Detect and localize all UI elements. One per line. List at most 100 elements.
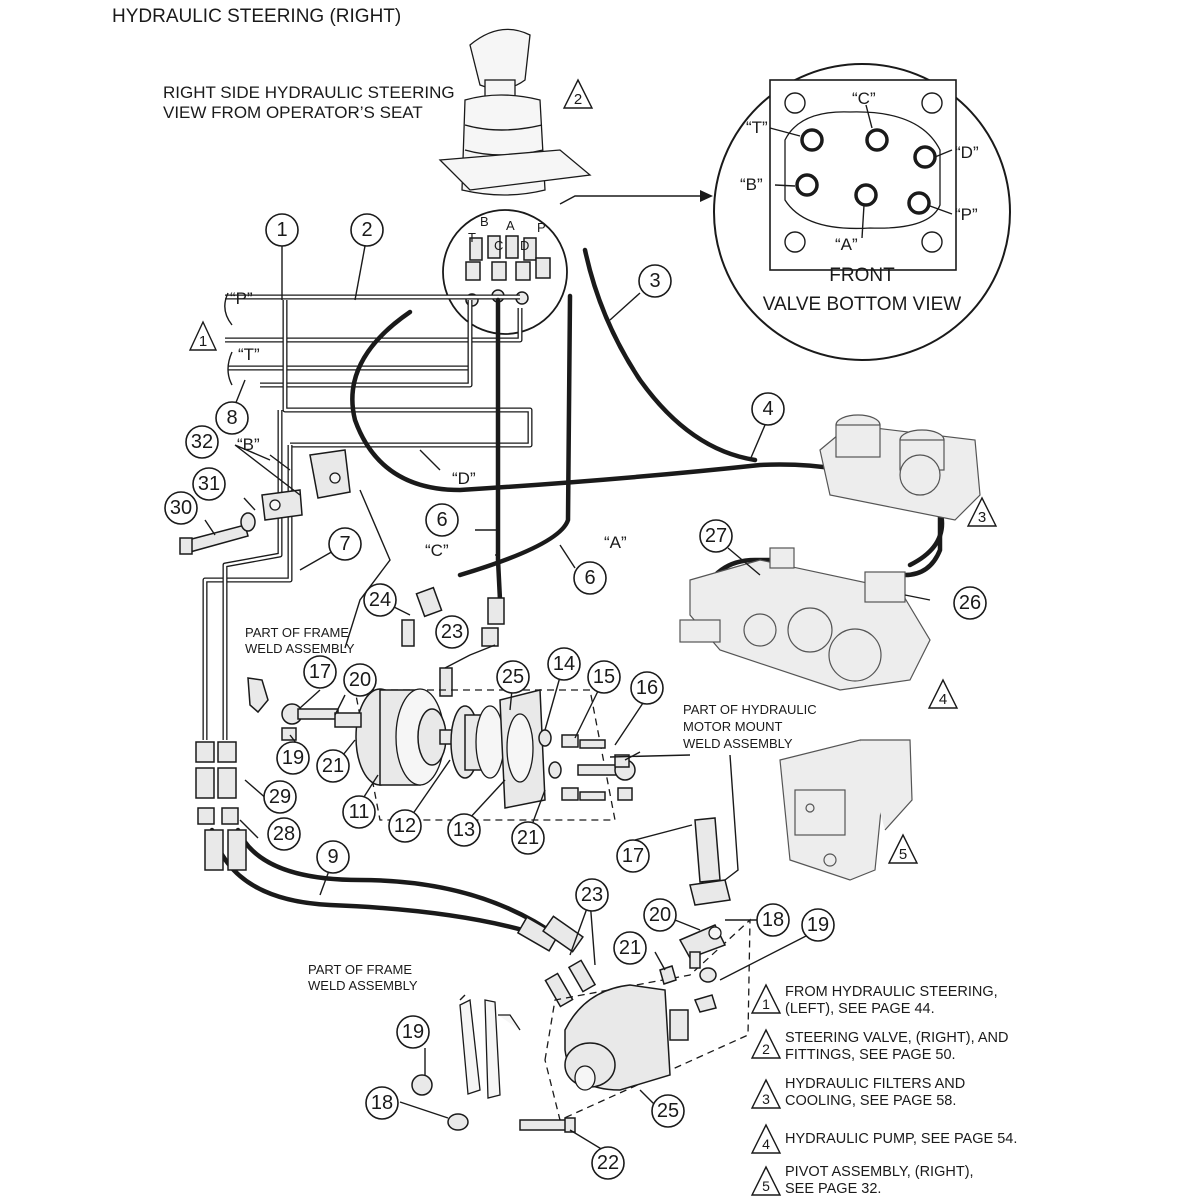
valve-port-a-label: “A” [835,235,858,254]
port-letter-b-small: B [480,214,489,229]
svg-text:25: 25 [657,1100,679,1122]
valve-port-p-label: “P” [955,205,978,224]
callout-26: 26 [953,586,987,620]
svg-text:18: 18 [371,1092,393,1114]
callout-28: 28 [267,817,301,851]
svg-text:11: 11 [349,801,370,823]
motor-mount-bolt [689,817,731,906]
valve-detail-ring [442,209,568,335]
ref-triangle-2: 2 [562,78,594,109]
motor-mount-line1: PART OF HYDRAULIC [683,702,817,717]
svg-text:19: 19 [402,1021,424,1043]
svg-text:2: 2 [762,1041,770,1057]
svg-text:1: 1 [762,996,770,1012]
motor-mount-line2: MOTOR MOUNT [683,719,782,734]
port-letter-a-small: A [506,218,515,233]
tube-tag-b: “B” [237,435,260,454]
fittings [195,586,597,1008]
frame-weld-lower [411,999,576,1133]
svg-text:5: 5 [762,1178,770,1194]
svg-text:19: 19 [282,747,304,769]
callout-19b: 19 [801,908,835,942]
tube-tag-d: “D” [452,469,476,488]
view-caption-line1: RIGHT SIDE HYDRAULIC STEERING [163,83,455,102]
port-letter-c-small: C [494,238,503,253]
svg-text:26: 26 [959,592,981,614]
svg-text:20: 20 [349,669,371,691]
svg-text:14: 14 [553,653,575,675]
steering-motor-lower [564,984,689,1091]
rod-end-upper-left [247,677,362,741]
frame-weld-1-line2: WELD ASSEMBLY [245,641,355,656]
detail-arrowhead [700,190,713,202]
callout-27: 27 [699,519,733,553]
svg-text:21: 21 [322,755,344,777]
page-title: HYDRAULIC STEERING (RIGHT) [112,6,401,27]
steering-column [438,28,592,196]
svg-text:20: 20 [649,904,671,926]
callout-20a: 20 [343,663,377,697]
washer-31 [240,512,256,532]
hose-tag-a: “A” [604,533,627,552]
callouts: 1 2 3 4 8 32 31 30 6 7 27 6 24 26 23 14 … [164,213,987,1180]
svg-text:7: 7 [339,533,350,555]
tag-leaders-bd [269,449,441,471]
callout-15: 15 [587,660,621,694]
callout-16: 16 [630,671,664,705]
motor-mount-line3: WELD ASSEMBLY [683,736,793,751]
bolt-30 [179,524,249,555]
pump-sketch [679,547,931,691]
callout-19c: 19 [396,1015,430,1049]
callout-8: 8 [215,401,249,435]
callout-25b: 25 [651,1094,685,1128]
legend: 1 FROM HYDRAULIC STEERING, (LEFT), SEE P… [750,983,1017,1197]
legend-item-1: 1 FROM HYDRAULIC STEERING, (LEFT), SEE P… [750,983,998,1017]
svg-text:8: 8 [226,407,237,429]
svg-text:24: 24 [369,589,391,611]
valve-port-d-label: “D” [955,143,979,162]
callout-9: 9 [316,840,350,874]
svg-text:12: 12 [394,815,416,837]
svg-text:31: 31 [198,473,220,495]
svg-text:1: 1 [276,219,287,241]
callout-4: 4 [751,392,785,426]
callout-17a: 17 [303,655,337,689]
svg-text:23: 23 [441,621,463,643]
valve-caption-bottom-view: VALVE BOTTOM VIEW [763,294,962,315]
view-caption-line2: VIEW FROM OPERATOR’S SEAT [163,103,423,122]
valve-caption-front: FRONT [829,265,895,286]
callout-2: 2 [350,213,384,247]
svg-text:PIVOT ASSEMBLY, (RIGHT),: PIVOT ASSEMBLY, (RIGHT), [785,1164,974,1180]
svg-text:21: 21 [619,937,641,959]
svg-text:2: 2 [361,219,372,241]
svg-text:COOLING, SEE PAGE 58.: COOLING, SEE PAGE 58. [785,1093,956,1109]
valve-port-t-label: “T” [746,118,768,137]
frame-weld-2-line1: PART OF FRAME [308,962,412,977]
callout-32: 32 [185,425,219,459]
legend-item-5: 5 PIVOT ASSEMBLY, (RIGHT), SEE PAGE 32. [750,1164,974,1197]
callout-18b: 18 [365,1086,399,1120]
detail-arrow-line [559,195,700,205]
legend-item-3: 3 HYDRAULIC FILTERS AND COOLING, SEE PAG… [750,1076,965,1109]
callout-17b: 17 [616,839,650,873]
legend-item-2: 2 STEERING VALVE, (RIGHT), AND FITTINGS,… [750,1028,1008,1063]
callout-6b: 6 [573,561,607,595]
svg-text:6: 6 [584,567,595,589]
svg-text:3: 3 [762,1091,770,1107]
port-letter-d-small: D [520,238,529,253]
svg-text:17: 17 [309,661,331,683]
callout-6a: 6 [425,503,459,537]
svg-text:30: 30 [170,497,192,519]
rod-end-lower [659,924,727,1013]
svg-text:15: 15 [593,666,615,688]
port-letter-p-small: P [537,220,546,235]
svg-text:STEERING VALVE, (RIGHT), AND: STEERING VALVE, (RIGHT), AND [785,1030,1008,1046]
callout-1: 1 [265,213,299,247]
leader-lines [204,245,931,1151]
svg-text:16: 16 [636,677,658,699]
callout-12: 12 [388,809,422,843]
port-c-circle [865,128,889,152]
port-p-circle [907,191,931,215]
svg-text:17: 17 [622,845,644,867]
